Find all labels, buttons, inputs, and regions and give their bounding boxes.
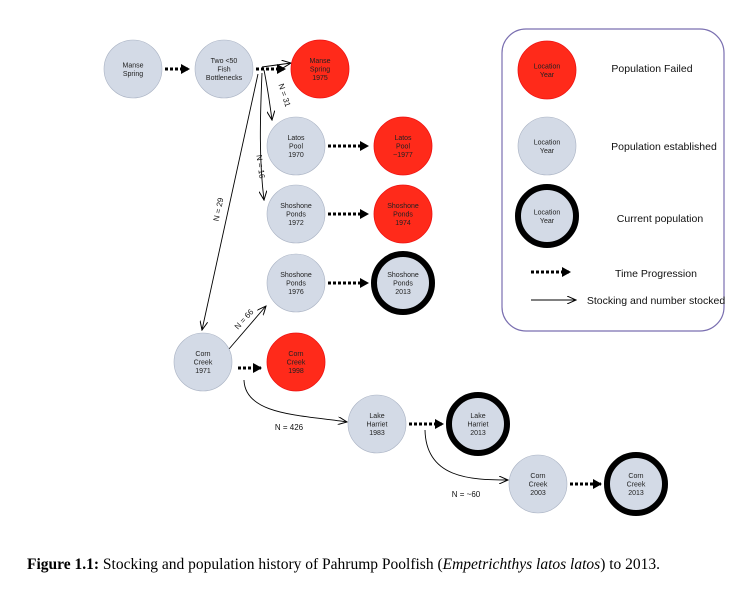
node-corn-creek-2003-label-line: Corn xyxy=(530,473,545,480)
caption-text-after: ) to 2013. xyxy=(600,556,661,573)
node-shoshone-ponds-1974-label-line: Ponds xyxy=(393,212,413,219)
node-corn-creek-1998-label-line: Creek xyxy=(287,360,306,367)
node-latos-pool-1977-label-line: ~1977 xyxy=(393,152,413,159)
edge-label-n426: N = 426 xyxy=(275,423,304,432)
stock-arrow-lake-harriet xyxy=(243,379,347,422)
legend-label-established: Population established xyxy=(611,141,717,153)
legend-box xyxy=(501,28,725,332)
legend-node-failed-label-line: Location xyxy=(534,63,561,70)
node-lake-harriet-2013-label-line: Lake xyxy=(470,413,485,420)
legend-node-current-label-line: Year xyxy=(540,218,555,225)
node-corn-creek-2013-label-line: Corn xyxy=(628,473,643,480)
legend-label-stocking: Stocking and number stocked xyxy=(587,295,725,307)
edge-label-n29: N = 29 xyxy=(212,196,226,222)
stock-arrow-corn-2003 xyxy=(424,429,508,480)
legend-node-established-label-line: Location xyxy=(534,139,561,146)
node-two-bottlenecks-label-line: Fish xyxy=(217,67,230,74)
node-corn-creek-2003-label-line: Creek xyxy=(529,482,548,489)
stock-arrow-corn-creek xyxy=(202,73,259,330)
caption-text-before: Stocking and population history of Pahru… xyxy=(99,556,443,573)
node-shoshone-ponds-1976-label-line: Ponds xyxy=(286,281,306,288)
node-corn-creek-1971-label-line: Corn xyxy=(195,351,210,358)
node-corn-creek-1971-label-line: Creek xyxy=(194,360,213,367)
node-lake-harriet-1983-label-line: 1983 xyxy=(369,430,385,437)
caption-species: Empetrichthys latos latos xyxy=(442,556,601,573)
node-corn-creek-1998-label-line: 1998 xyxy=(288,368,304,375)
stock-arrow-manse-spring xyxy=(261,63,291,67)
node-shoshone-ponds-1972-label-line: Shoshone xyxy=(280,203,312,210)
stock-arrow-latos xyxy=(263,69,272,120)
legend-label-failed: Population Failed xyxy=(611,63,692,75)
node-corn-creek-1971-label-line: 1971 xyxy=(195,368,211,375)
node-latos-pool-1970-label-line: Pool xyxy=(289,144,303,151)
node-latos-pool-1970-label-line: Latos xyxy=(287,135,305,142)
node-shoshone-ponds-2013-label-line: Ponds xyxy=(393,281,413,288)
node-shoshone-ponds-2013-label-line: 2013 xyxy=(395,289,411,296)
node-shoshone-ponds-1976-label-line: Shoshone xyxy=(280,272,312,279)
node-manse-spring-1975-label-line: 1975 xyxy=(312,75,328,82)
edge-label-n31: N = 31 xyxy=(276,83,292,109)
stock-arrow-shoshone-1972 xyxy=(260,72,264,200)
edge-label-n16: N = 16 xyxy=(254,154,266,179)
node-lake-harriet-1983-label-line: Lake xyxy=(369,413,384,420)
node-shoshone-ponds-1976-label-line: 1976 xyxy=(288,289,304,296)
edge-label-n66: N = 66 xyxy=(233,307,256,331)
node-manse-spring-label-line: Spring xyxy=(123,71,143,78)
node-manse-spring-1975-label-line: Manse xyxy=(309,58,330,65)
node-manse-spring-label-line: Manse xyxy=(122,62,143,69)
node-corn-creek-2003-label-line: 2003 xyxy=(530,490,546,497)
figure-caption: Figure 1.1: Stocking and population hist… xyxy=(27,556,727,574)
node-latos-pool-1977-label-line: Latos xyxy=(394,135,412,142)
node-shoshone-ponds-1974-label-line: 1974 xyxy=(395,220,411,227)
caption-label: Figure 1.1: xyxy=(27,556,100,573)
node-shoshone-ponds-1972-label-line: Ponds xyxy=(286,212,306,219)
legend-label-time: Time Progression xyxy=(615,268,697,280)
node-lake-harriet-2013-label-line: Harriet xyxy=(467,422,488,429)
edge-label-n60: N = ~60 xyxy=(452,490,481,499)
node-shoshone-ponds-2013-label-line: Shoshone xyxy=(387,272,419,279)
node-corn-creek-2013-label-line: Creek xyxy=(627,482,646,489)
stock-arrow-shoshone-1976 xyxy=(228,306,266,350)
node-lake-harriet-2013-label-line: 2013 xyxy=(470,430,486,437)
node-two-bottlenecks-label-line: Two <50 xyxy=(211,58,238,65)
legend-node-established-label-line: Year xyxy=(540,148,555,155)
node-shoshone-ponds-1974-label-line: Shoshone xyxy=(387,203,419,210)
node-lake-harriet-1983-label-line: Harriet xyxy=(366,422,387,429)
node-manse-spring-1975-label-line: Spring xyxy=(310,67,330,74)
node-corn-creek-2013-label-line: 2013 xyxy=(628,490,644,497)
legend-label-current: Current population xyxy=(617,213,704,225)
node-latos-pool-1977-label-line: Pool xyxy=(396,144,410,151)
node-two-bottlenecks-label-line: Bottlenecks xyxy=(206,75,243,82)
node-shoshone-ponds-1972-label-line: 1972 xyxy=(288,220,304,227)
legend-node-failed-label-line: Year xyxy=(540,72,555,79)
node-latos-pool-1970-label-line: 1970 xyxy=(288,152,304,159)
node-corn-creek-1998-label-line: Corn xyxy=(288,351,303,358)
legend-node-current-label-line: Location xyxy=(534,209,561,216)
